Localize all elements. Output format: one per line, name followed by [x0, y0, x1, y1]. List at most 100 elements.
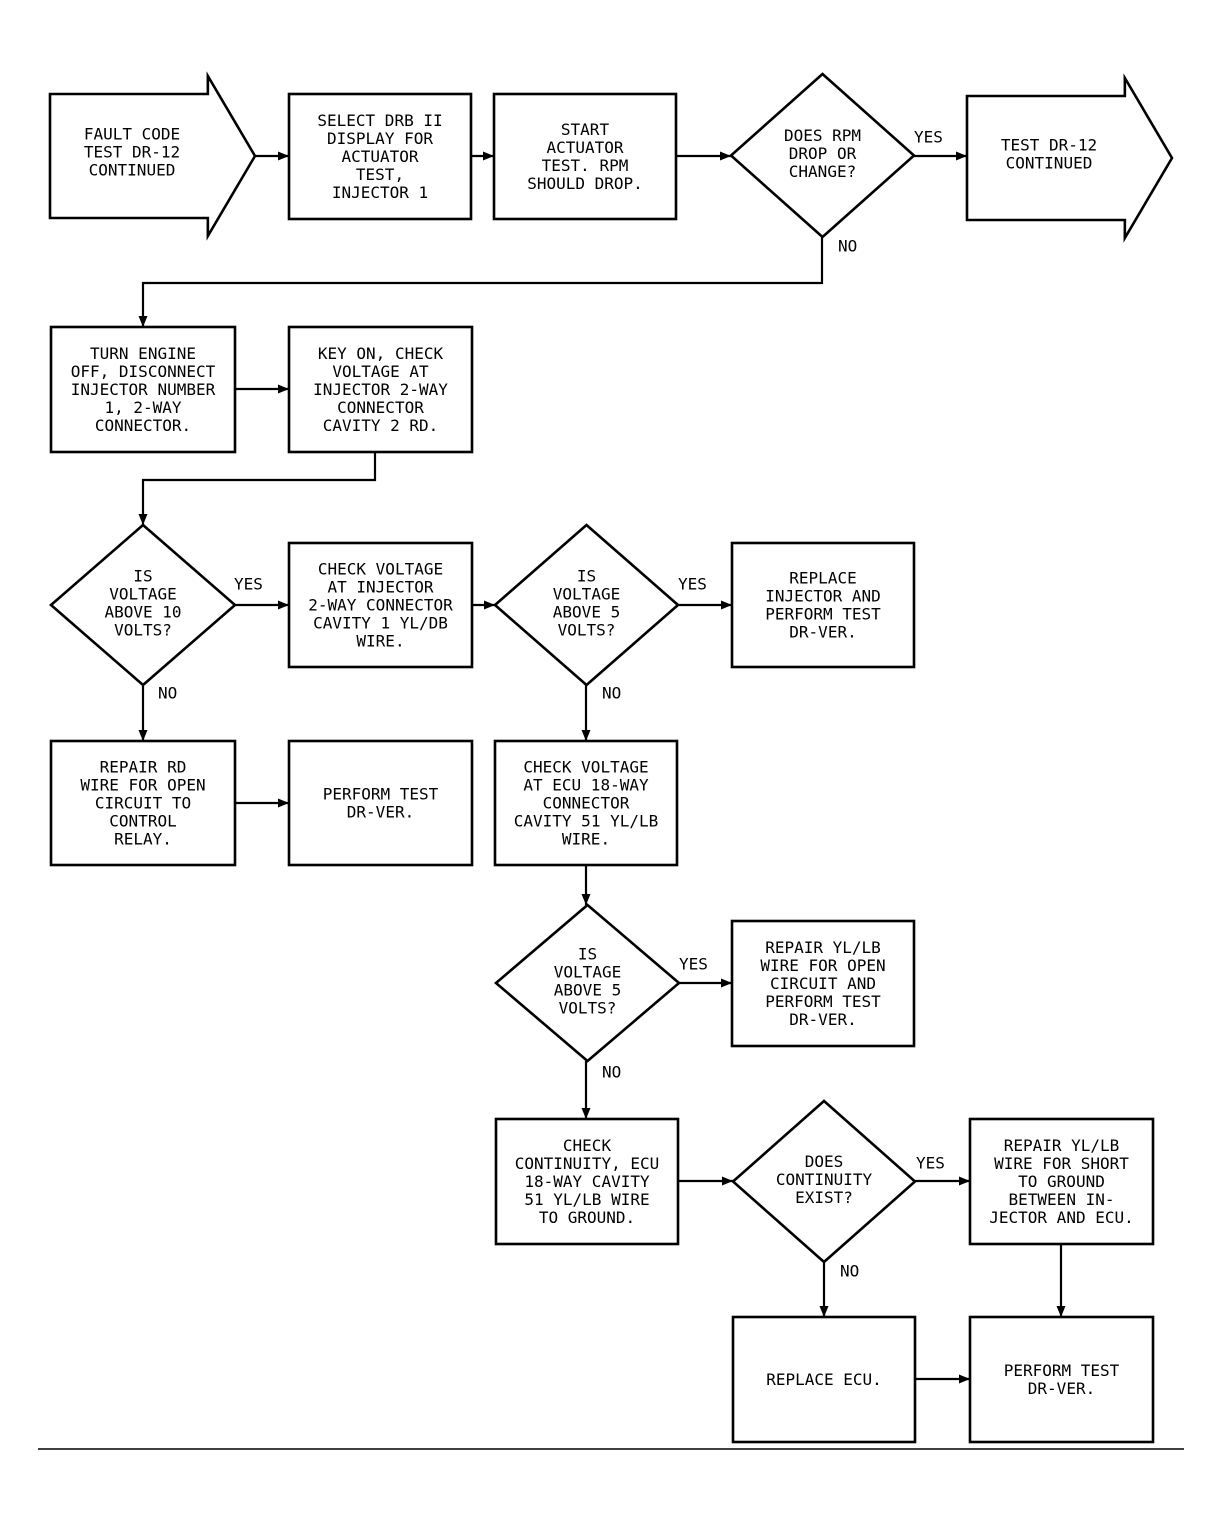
rpm-q-diamond — [729, 72, 916, 239]
node-text-line: CHECK VOLTAGE — [318, 560, 443, 579]
node-text-line: CAVITY 51 YL/LB — [514, 812, 659, 831]
node-text-line: DOES RPM — [784, 126, 861, 145]
arrowhead — [581, 1108, 591, 1119]
edge-rpm-q-to-turn-off: NO — [138, 237, 857, 327]
node-text-line: VOLTAGE — [553, 585, 620, 604]
arrowhead — [278, 798, 289, 808]
v5-q2-diamond — [493, 903, 682, 1063]
node-text-line: 1, 2-WAY — [104, 398, 181, 417]
node-text-line: CHANGE? — [789, 162, 856, 181]
node-text-line: CIRCUIT AND — [770, 974, 876, 993]
edge-v5-q2-to-repair-open: YES — [679, 955, 732, 988]
arrowhead — [138, 514, 148, 525]
continued-arrow — [965, 73, 1174, 243]
connector-line — [141, 452, 377, 525]
start-arrow — [48, 71, 257, 241]
key-on-box — [287, 325, 474, 454]
start-test-box — [492, 92, 678, 221]
node-text-line: SELECT DRB II — [317, 111, 442, 130]
node-text-line: 2-WAY CONNECTOR — [308, 596, 453, 615]
edge-label-yes: YES — [678, 575, 707, 594]
arrowhead — [1056, 1306, 1066, 1317]
edge-turn-off-to-key-on — [235, 384, 289, 394]
repair-short-box — [968, 1117, 1155, 1246]
node-text-line: INJECTOR AND — [765, 587, 881, 606]
arrowhead — [819, 1306, 829, 1317]
node-text-line: VOLTS? — [558, 621, 616, 640]
node-text-line: EXIST? — [795, 1188, 853, 1207]
node-text-line: 51 YL/LB WIRE — [524, 1190, 649, 1209]
cont-q-diamond — [731, 1099, 917, 1264]
arrowhead — [721, 600, 732, 610]
edge-rpm-q-to-continued: YES — [914, 128, 967, 161]
arrowhead — [581, 894, 591, 905]
node-text-line: TEST. RPM — [542, 156, 629, 175]
edge-label-yes: YES — [679, 955, 708, 974]
edge-label-no: NO — [838, 237, 857, 256]
node-text-line: TEST DR-12 — [84, 143, 180, 162]
arrowhead — [484, 600, 495, 610]
select-box — [287, 92, 473, 221]
check-cont-box — [494, 1117, 680, 1246]
arrowhead — [720, 151, 731, 161]
edge-start-to-select — [255, 151, 289, 161]
node-text-line: INJECTOR NUMBER — [71, 380, 216, 399]
node-text-line: DR-VER. — [347, 803, 414, 822]
node-text-line: CIRCUIT TO — [95, 794, 191, 813]
node-text-line: JECTOR AND ECU. — [989, 1208, 1134, 1227]
replace-ecu-box — [731, 1315, 917, 1444]
edge-v5-q2-to-check-cont: NO — [581, 1061, 621, 1119]
node-text-line: TEST DR-12 — [1001, 136, 1097, 155]
node-text-line: VOLTAGE — [554, 963, 621, 982]
edge-label-no: NO — [602, 1063, 621, 1082]
edge-check-cont-to-cont-q — [678, 1176, 733, 1186]
node-text-line: CONNECTOR — [543, 794, 630, 813]
node-text-line: DROP OR — [789, 144, 857, 163]
node-text-line: REPAIR YL/LB — [1004, 1136, 1120, 1155]
node-text-line: IS — [577, 567, 596, 586]
edge-check-ecu-to-v5-q2 — [581, 865, 591, 905]
node-text-line: CHECK VOLTAGE — [523, 758, 648, 777]
node-text-line: 18-WAY CAVITY — [524, 1172, 650, 1191]
edge-cont-q-to-replace-ecu: NO — [819, 1262, 859, 1317]
arrowhead — [956, 151, 967, 161]
node-text-line: KEY ON, CHECK — [318, 344, 444, 363]
node-replace-ecu: REPLACE ECU. — [731, 1315, 917, 1444]
node-text-line: DR-VER. — [1028, 1379, 1095, 1398]
edge-label-no: NO — [602, 684, 621, 703]
edge-v10-q-to-repair-rd: NO — [138, 684, 177, 741]
turn-off-box — [49, 325, 237, 454]
edge-start-test-to-rpm-q — [676, 151, 731, 161]
node-text-line: BETWEEN IN- — [1009, 1190, 1115, 1209]
node-text-line: WIRE FOR OPEN — [80, 776, 205, 795]
node-text-line: TEST, — [356, 165, 404, 184]
node-text-line: CONNECTOR. — [95, 416, 191, 435]
node-text-line: PERFORM TEST — [765, 992, 881, 1011]
edge-label-yes: YES — [914, 128, 943, 147]
arrowhead — [721, 978, 732, 988]
repair-rd-box — [49, 739, 237, 867]
node-text-line: INJECTOR 1 — [332, 183, 428, 202]
v10-q-diamond — [49, 523, 237, 687]
arrowhead — [278, 384, 289, 394]
node-text-line: OFF, DISCONNECT — [71, 362, 216, 381]
node-text-line: REPLACE — [789, 569, 856, 588]
arrowhead — [138, 316, 148, 327]
edge-repair-short-to-perform2 — [1056, 1244, 1066, 1317]
edge-v5-q1-to-replace-inj: YES — [678, 575, 732, 610]
node-text-line: WIRE FOR SHORT — [994, 1154, 1129, 1173]
edge-replace-ecu-to-perform2 — [915, 1374, 970, 1384]
node-text-line: IS — [578, 945, 597, 964]
